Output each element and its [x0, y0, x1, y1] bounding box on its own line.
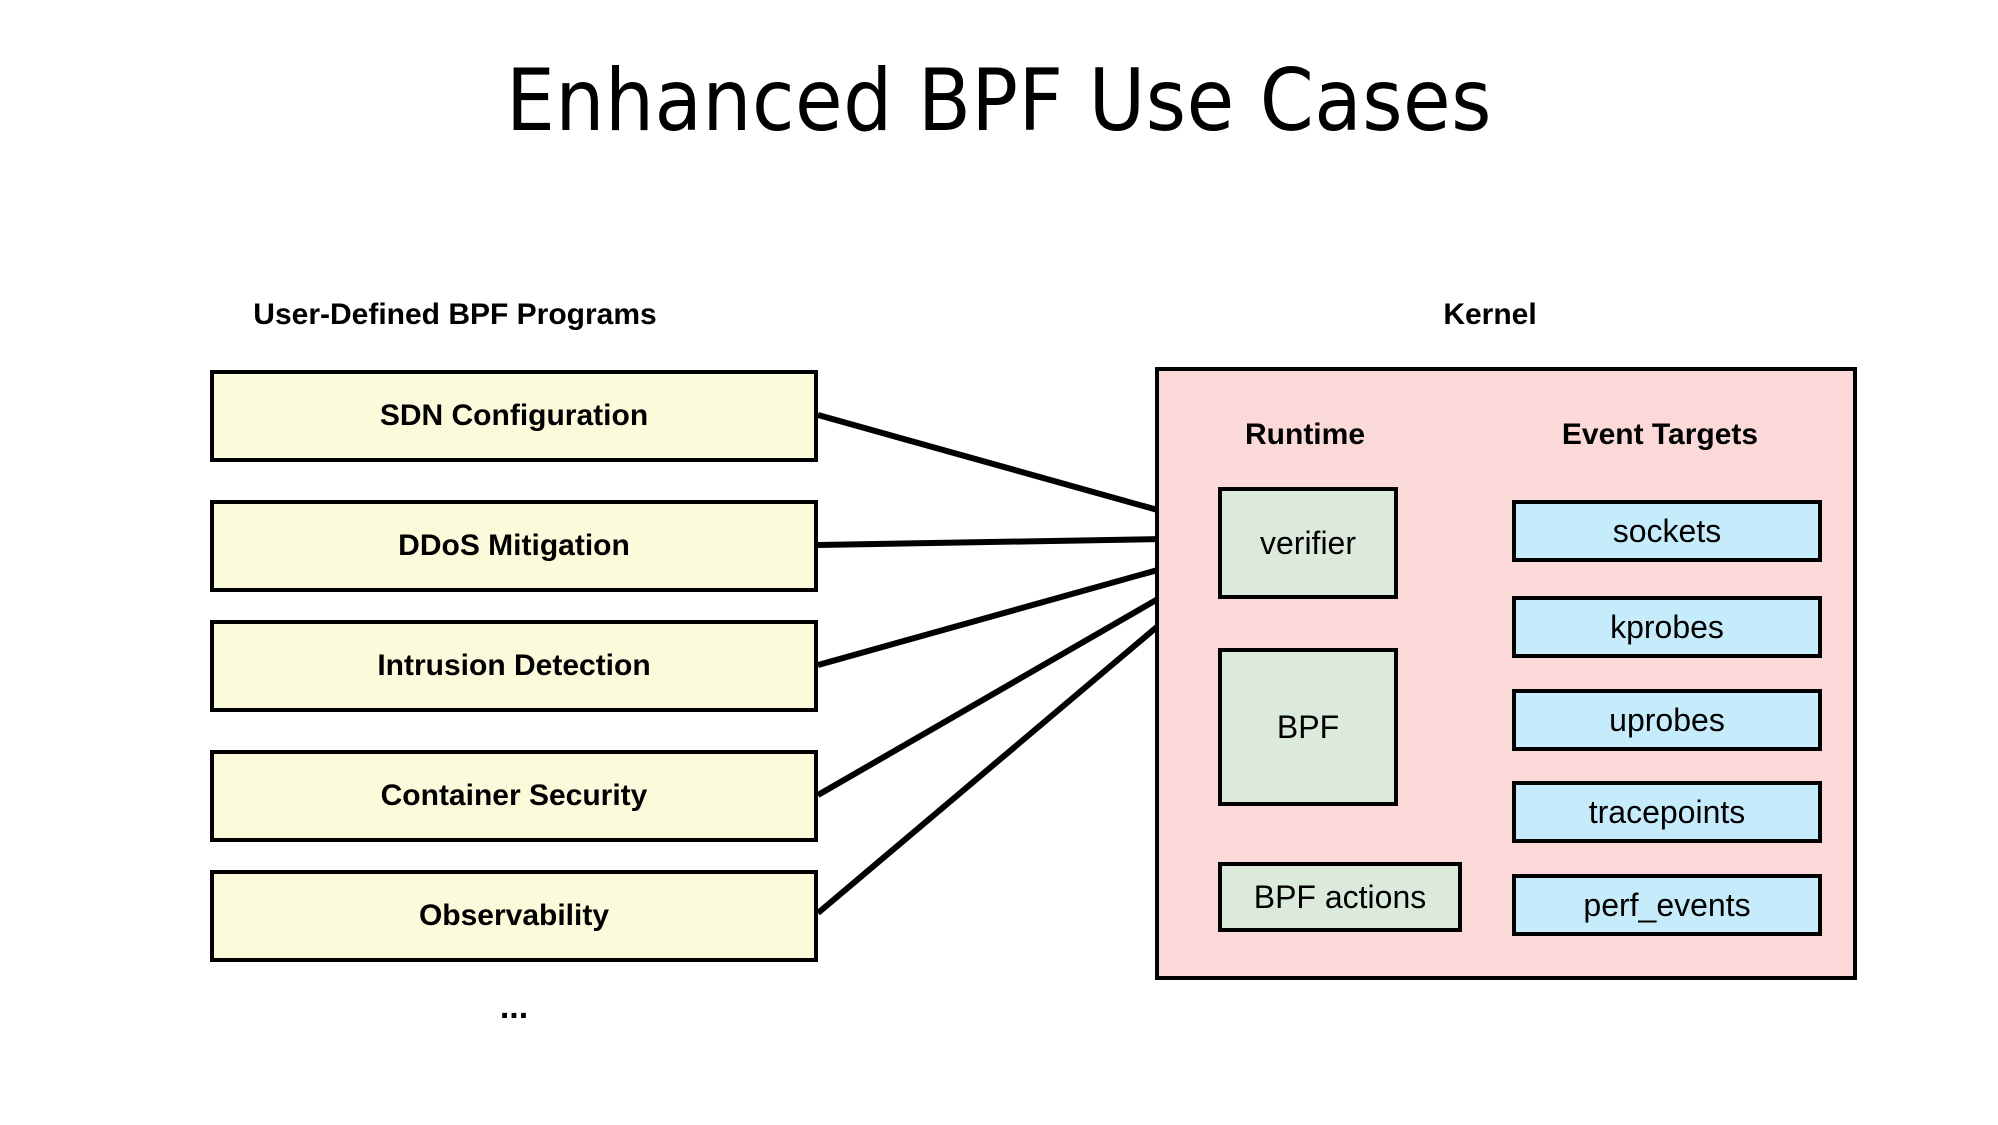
user-programs-header: User-Defined BPF Programs [253, 298, 657, 331]
program-box-sdn-configuration[interactable]: SDN Configuration [210, 370, 818, 462]
runtime-box-bpf[interactable]: BPF [1218, 648, 1398, 806]
runtime-box-bpf-actions[interactable]: BPF actions [1218, 862, 1462, 932]
program-box-intrusion-detection[interactable]: Intrusion Detection [210, 620, 818, 712]
event-target-box-kprobes[interactable]: kprobes [1512, 596, 1822, 658]
runtime-subheader: Runtime [1245, 418, 1365, 451]
programs-ellipsis: ... [499, 988, 529, 1026]
program-box-observability[interactable]: Observability [210, 870, 818, 962]
event-target-box-sockets[interactable]: sockets [1512, 500, 1822, 562]
program-box-ddos-mitigation[interactable]: DDoS Mitigation [210, 500, 818, 592]
page-title: Enhanced BPF Use Cases [506, 51, 1492, 151]
event-target-box-tracepoints[interactable]: tracepoints [1512, 781, 1822, 843]
event-targets-subheader: Event Targets [1561, 418, 1759, 451]
event-target-box-uprobes[interactable]: uprobes [1512, 689, 1822, 751]
program-box-container-security[interactable]: Container Security [210, 750, 818, 842]
runtime-box-verifier[interactable]: verifier [1218, 487, 1398, 599]
kernel-header: Kernel [1443, 298, 1537, 331]
event-target-box-perf-events[interactable]: perf_events [1512, 874, 1822, 936]
